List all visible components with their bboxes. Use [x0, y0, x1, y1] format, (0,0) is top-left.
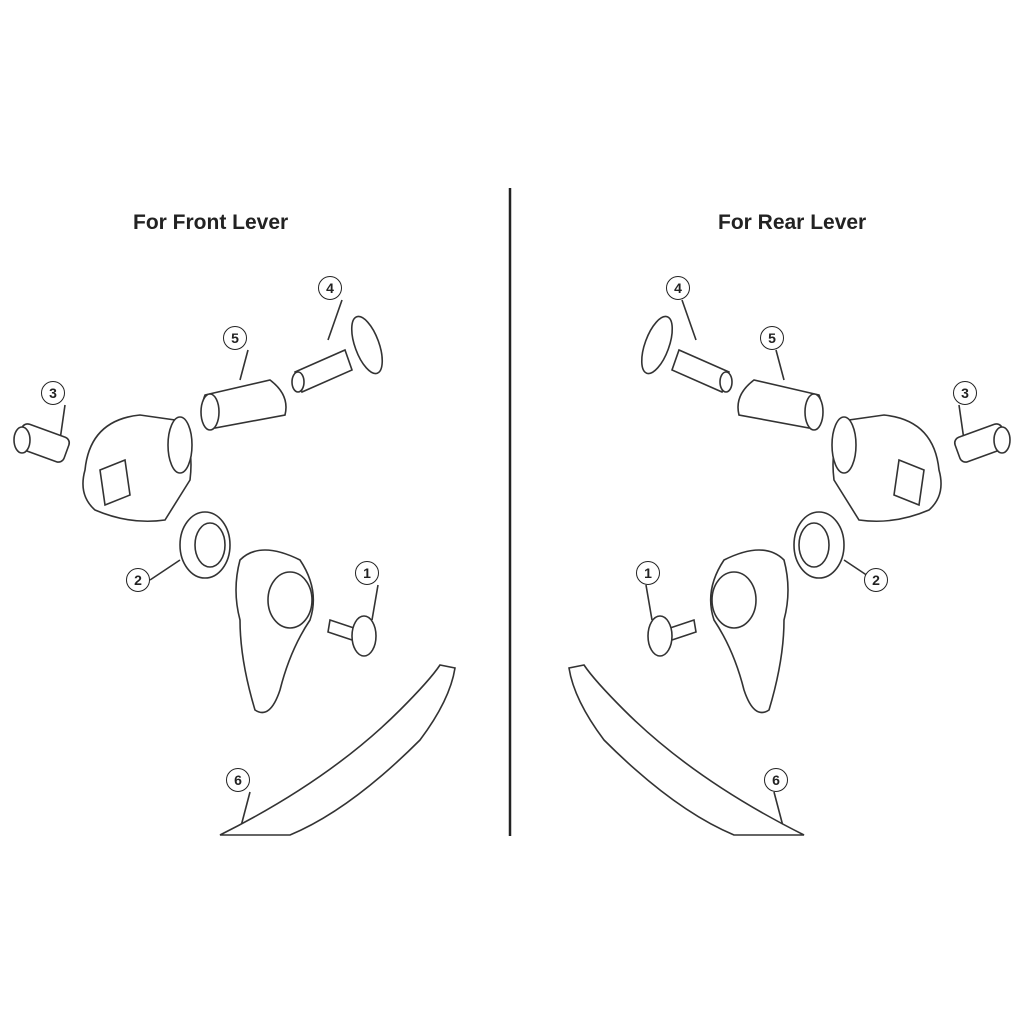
screw-part — [327, 615, 377, 657]
cap-sleeve-part — [13, 423, 71, 463]
callout-4-rear: 4 — [666, 276, 690, 300]
callout-6-rear: 6 — [764, 768, 788, 792]
lever-part — [235, 549, 315, 714]
bolt-part — [291, 315, 384, 394]
callout-5-front: 5 — [223, 326, 247, 350]
front-lever-parts — [13, 299, 456, 836]
rear-lever-parts — [568, 299, 1011, 836]
callout-2-front: 2 — [126, 568, 150, 592]
callout-4-front: 4 — [318, 276, 342, 300]
rear-lever-title: For Rear Lever — [718, 211, 867, 234]
callout-5-rear: 5 — [760, 326, 784, 350]
callout-2-rear: 2 — [864, 568, 888, 592]
callout-6-front: 6 — [226, 768, 250, 792]
bar-tape-part — [219, 664, 456, 836]
front-lever-title: For Front Lever — [133, 211, 289, 234]
callout-3-rear: 3 — [953, 381, 977, 405]
callout-1-front: 1 — [355, 561, 379, 585]
callout-1-rear: 1 — [636, 561, 660, 585]
callout-3-front: 3 — [41, 381, 65, 405]
